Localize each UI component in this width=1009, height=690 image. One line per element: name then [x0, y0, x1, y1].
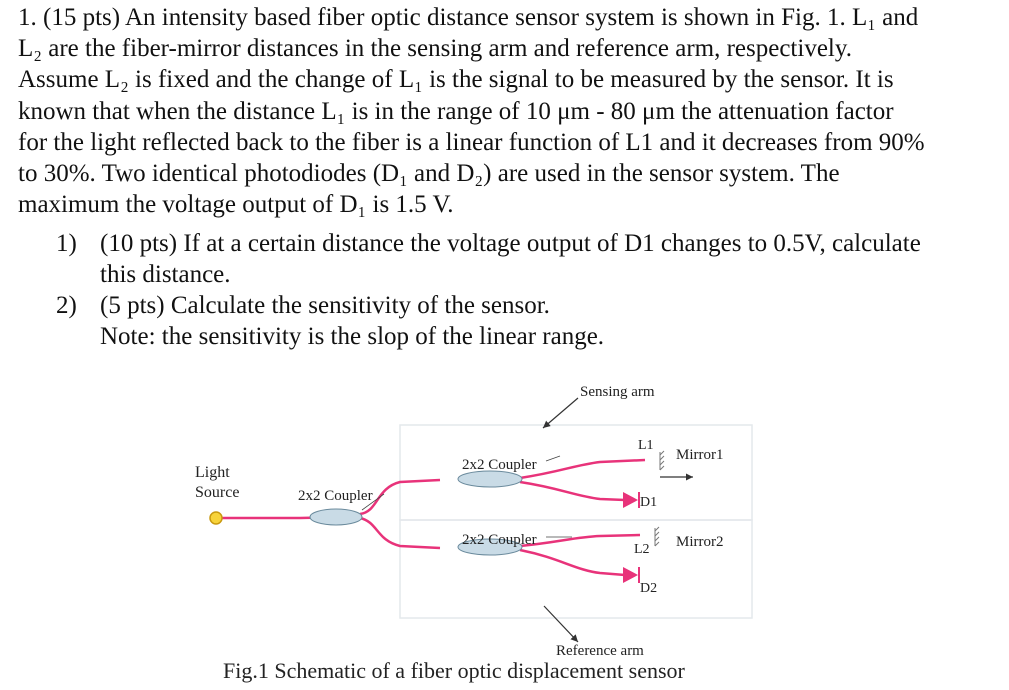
light-label: Light [195, 464, 230, 481]
fiber-d2 [519, 548, 626, 577]
problem-line: to 30%. Two identical photodiodes (D₁ an… [18, 160, 840, 188]
l2-label: L2 [634, 542, 650, 557]
photodiode-d2-icon [623, 567, 640, 583]
mirror2-icon [654, 526, 660, 547]
coupler-top-label: 2x2 Coupler [462, 457, 537, 473]
fiber-paths [222, 458, 646, 577]
fiber-reference [519, 533, 641, 548]
subquestion-text-continued: this distance. [100, 261, 231, 289]
sensing-arm-arrow [542, 397, 579, 429]
source-label: Source [195, 484, 239, 501]
fiber-split-bottom [359, 516, 441, 550]
l1-label: L1 [638, 438, 654, 453]
figure-caption: Fig.1 Schematic of a fiber optic displac… [223, 658, 686, 683]
problem-line: known that when the distance L₁ is in th… [18, 97, 894, 125]
problem-line: Assume L₂ is fixed and the change of L₁ … [18, 66, 894, 94]
problem-line: maximum the voltage output of D₁ is 1.5 … [18, 191, 454, 219]
reference-arm-frame [399, 519, 753, 619]
subquestion-text: (10 pts) If at a certain distance the vo… [100, 230, 921, 257]
sensing-arm-frame [399, 424, 753, 521]
sensing-arm-label: Sensing arm [580, 384, 655, 400]
reference-arm-label: Reference arm [556, 643, 644, 659]
subquestion-1: 1) (10 pts) If at a certain distance the … [56, 228, 921, 290]
coupler-bottom-label: 2x2 Coupler [462, 532, 537, 548]
subquestion-2: 2) (5 pts) Calculate the sensitivity of t… [56, 290, 604, 352]
mirror2-label: Mirror2 [676, 534, 724, 550]
coupler-main [309, 508, 363, 526]
coupler-top-leader [545, 455, 561, 462]
light-source-icon [209, 511, 223, 525]
mirror1-icon [659, 450, 665, 471]
coupler-top [457, 470, 523, 488]
coupler-main-leader [361, 493, 385, 511]
d1-label: D1 [640, 495, 657, 510]
problem-line: for the light reflected back to the fibe… [18, 128, 925, 156]
problem-line: 1. (15 pts) An intensity based fiber opt… [18, 4, 919, 31]
problem-line: L₂ are the fiber-mirror distances in the… [18, 35, 852, 63]
mirror1-label: Mirror1 [676, 447, 724, 463]
fiber-sensing [519, 458, 646, 480]
d2-label: D2 [640, 581, 657, 596]
problem-text: 1. (15 pts) An intensity based fiber opt… [18, 2, 1003, 220]
coupler-main-label: 2x2 Coupler [298, 488, 373, 504]
subquestion-note: Note: the sensitivity is the slop of the… [100, 323, 605, 351]
reference-arm-arrow [543, 605, 579, 643]
subquestion-text: (5 pts) Calculate the sensitivity of the… [100, 292, 550, 319]
photodiode-d1-icon [623, 492, 640, 508]
subquestion-number: 1) [56, 230, 77, 257]
coupler-bottom [457, 538, 523, 556]
fiber-d1 [519, 480, 626, 502]
subquestion-number: 2) [56, 292, 77, 319]
